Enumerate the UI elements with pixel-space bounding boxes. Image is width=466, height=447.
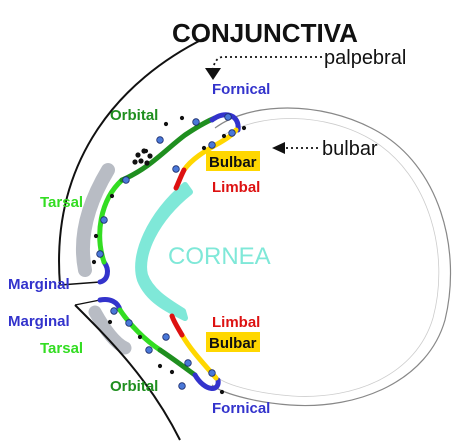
upper-orbital-segment (119, 115, 218, 183)
upper-fornical-label: Fornical (212, 81, 270, 98)
lower-fornical-label: Fornical (212, 400, 270, 417)
bulbar-annotation: bulbar (322, 138, 378, 160)
upper-tarsal-label: Tarsal (40, 194, 83, 211)
lower-marginal-label: Marginal (8, 313, 70, 330)
cornea (135, 182, 193, 321)
gland-cluster (132, 148, 153, 166)
palpebral-arrow (205, 56, 322, 80)
upper-tarsal-plate (75, 163, 115, 277)
lower-limbal-segment (169, 313, 185, 338)
title: CONJUNCTIVA (172, 18, 358, 48)
lower-tarsal-plate (88, 305, 132, 355)
upper-marginal-label: Marginal (8, 276, 70, 293)
eyeball-inner-outline (217, 118, 440, 397)
lower-fornical-segment (192, 372, 221, 391)
upper-marginal-segment (97, 259, 110, 285)
lid-margin-upper (59, 281, 101, 286)
upper-bulbar-highlight (206, 151, 260, 171)
lower-lid-skin-line (74, 304, 181, 441)
lower-orbital-label: Orbital (110, 378, 158, 395)
lower-tarsal-segment (117, 307, 163, 353)
lower-bulbar-highlight (206, 332, 260, 352)
bulbar-arrow (272, 142, 318, 154)
cornea-label: CORNEA (168, 243, 271, 270)
lid-margin-lower (74, 299, 101, 306)
upper-lid-skin-line (58, 37, 206, 286)
lower-bulbar-label: Bulbar (209, 335, 257, 352)
lower-limbal-label: Limbal (212, 314, 260, 331)
lower-marginal-segment (97, 297, 123, 313)
lower-tarsal-label: Tarsal (40, 340, 83, 357)
palpebral-annotation: palpebral (324, 47, 406, 69)
upper-bulbar-label: Bulbar (209, 154, 257, 171)
upper-orbital-label: Orbital (110, 107, 158, 124)
upper-limbal-segment (173, 167, 187, 191)
upper-limbal-label: Limbal (212, 179, 260, 196)
eyeball-outline (211, 107, 452, 407)
gland-dots (91, 113, 247, 395)
